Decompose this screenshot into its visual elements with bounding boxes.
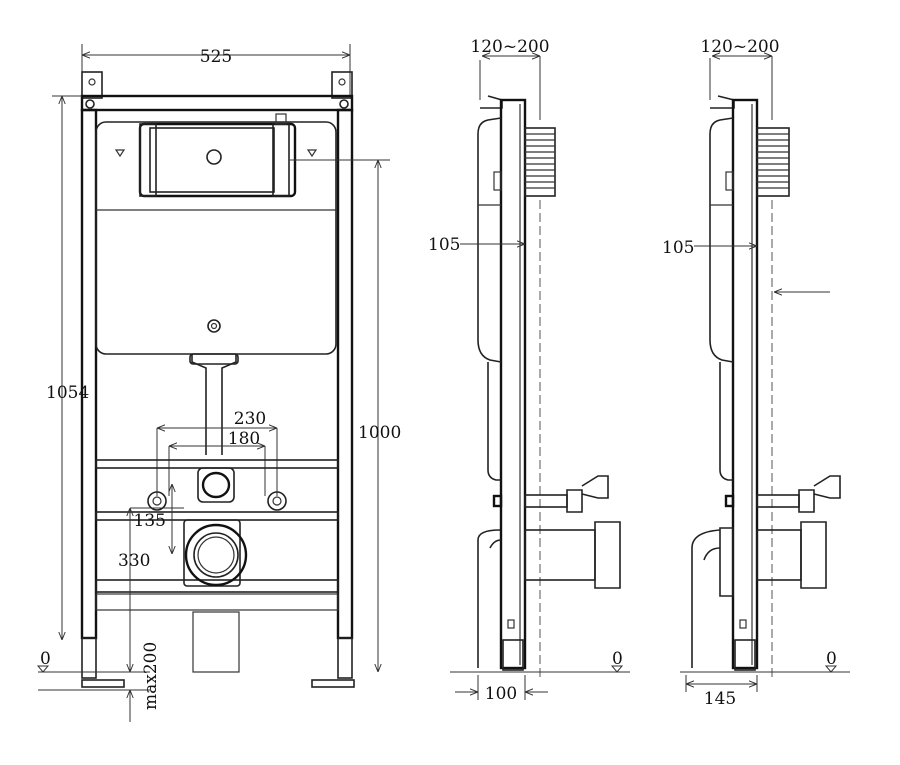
side-view-a: 120~200 105 <box>428 37 630 704</box>
ribbed-cover-a <box>525 133 555 189</box>
bottom-dim-label-a: 100 <box>485 684 517 704</box>
zero-label-front: 0 <box>40 649 51 669</box>
zero-label-a: 0 <box>612 649 623 669</box>
depth-label-b: 105 <box>662 238 694 258</box>
height-total-label: 1054 <box>46 383 89 403</box>
height-1000-label: 1000 <box>358 423 401 443</box>
bottom-dim-label-b: 145 <box>704 689 736 709</box>
dim-180-label: 180 <box>228 429 260 449</box>
zero-label-b: 0 <box>826 649 837 669</box>
top-dim-label-b: 120~200 <box>700 37 779 57</box>
top-dim-label-a: 120~200 <box>470 37 549 57</box>
side-view-b: 120~200 105 <box>662 37 850 709</box>
dim-135-label: 135 <box>134 511 166 531</box>
front-view: 525 230 <box>36 44 401 722</box>
depth-label-a: 105 <box>428 235 460 255</box>
max200-label: max200 <box>141 642 161 710</box>
dim-230-label: 230 <box>234 409 266 429</box>
dim-330-label: 330 <box>118 551 150 571</box>
ribbed-cover-b <box>757 133 789 189</box>
width-label: 525 <box>200 47 232 67</box>
